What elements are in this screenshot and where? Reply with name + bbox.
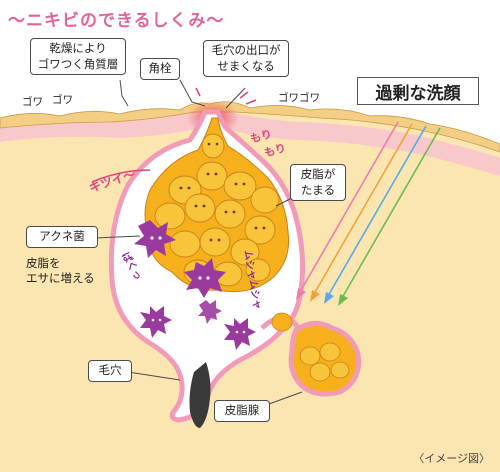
- bacteria-eyes: [150, 236, 246, 334]
- gowa-left-text: ゴワ: [22, 96, 43, 108]
- bacteria-feed-line2: エサに増える: [26, 270, 95, 285]
- callout-sebum-accum: 皮脂が たまる: [290, 164, 346, 202]
- callout-acne-bacteria-text: アクネ菌: [39, 229, 85, 243]
- bacteria-feed-note: 皮脂を エサに増える: [26, 256, 95, 286]
- page-title: 〜ニキビのできるしくみ〜: [8, 11, 225, 31]
- callout-corneous-line2: ゴワつく角質層: [37, 56, 119, 71]
- callout-pore-exit-line2: せまくなる: [217, 58, 275, 73]
- gland-blobs: [299, 342, 350, 382]
- callout-sebaceous-gland: 皮脂腺: [214, 400, 270, 422]
- callout-sebum-line2: たまる: [300, 182, 336, 197]
- callout-sebum-line1: 皮脂が: [300, 167, 336, 181]
- callout-pore-exit: 毛穴の出口が せまくなる: [203, 40, 289, 78]
- image-caption: 〈イメージ図〉: [413, 452, 490, 465]
- callout-acne-bacteria: アクネ菌: [26, 226, 98, 248]
- skin-pink-band: [0, 110, 500, 176]
- bacteria-3: [140, 306, 172, 338]
- callout-corneous-line1: 乾燥により: [49, 41, 107, 55]
- bacteria-5: [198, 300, 222, 324]
- sebum-faces: [179, 142, 266, 242]
- bacteria-feed-line1: 皮脂を: [26, 256, 61, 270]
- callout-pore-exit-line1: 毛穴の出口が: [211, 43, 281, 57]
- hair: [189, 362, 211, 428]
- callout-sebaceous-gland-text: 皮脂腺: [224, 403, 260, 417]
- callout-pore-text: 毛穴: [98, 363, 122, 377]
- sebum-traveler: [271, 312, 293, 332]
- over-washing-label: 過剰な洗顔: [357, 77, 479, 105]
- bacteria-2: [184, 258, 226, 298]
- kitsui-swoosh: [91, 169, 151, 183]
- callout-pore: 毛穴: [88, 360, 132, 382]
- pore-sparks: [195, 87, 257, 105]
- callout-keratin-plug-text: 角栓: [148, 61, 172, 75]
- sebum-blobs: [154, 133, 280, 287]
- callout-keratin-plug: 角栓: [140, 58, 180, 80]
- acne-bacteria-group: [134, 220, 256, 350]
- washing-arrows: [299, 121, 441, 299]
- callout-corneous-layer: 乾燥により ゴワつく角質層: [30, 38, 126, 76]
- gowa-left2-text: ゴワ: [52, 94, 73, 106]
- bacteria-4: [224, 318, 256, 350]
- bacteria-1: [134, 220, 176, 258]
- washing-arrowheads: [296, 288, 348, 306]
- gowa-right-text: ゴワゴワ: [278, 92, 320, 104]
